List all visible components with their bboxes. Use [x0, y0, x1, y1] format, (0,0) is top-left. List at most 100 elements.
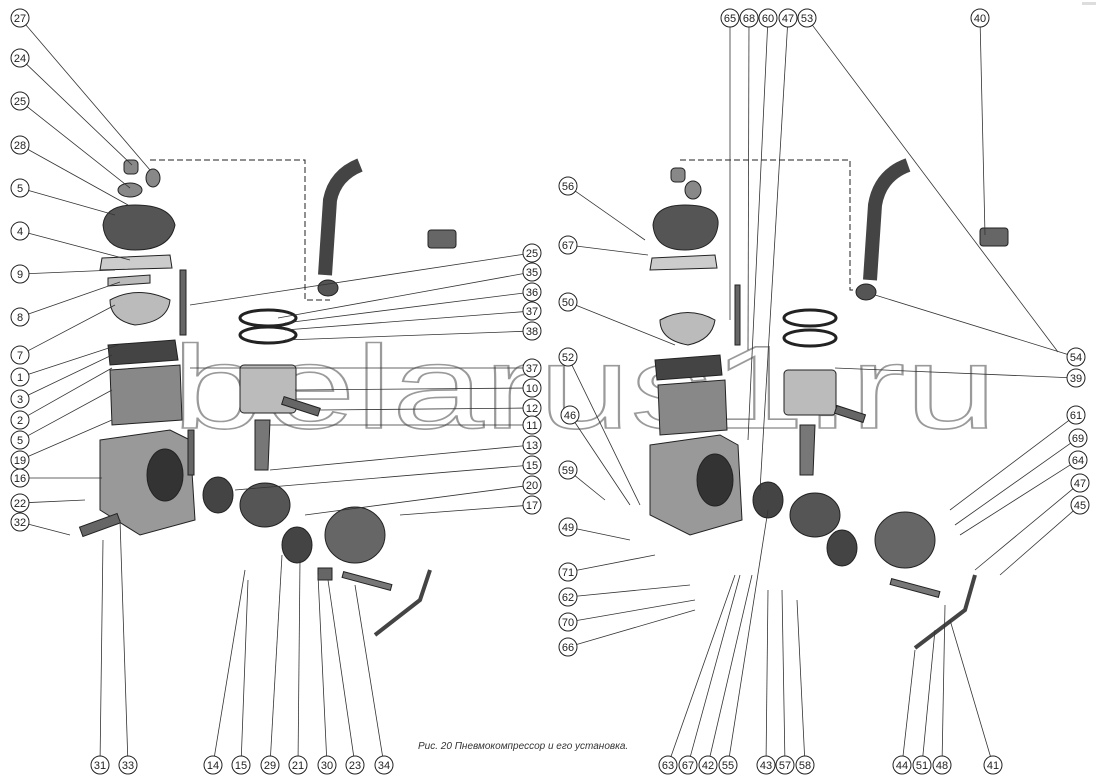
- leader-line: [270, 554, 283, 757]
- callout-number-65: 65: [724, 13, 736, 25]
- callout-number-33: 33: [122, 760, 134, 772]
- callout-circle: [10, 307, 30, 327]
- callout-circle: [10, 264, 30, 284]
- callout-number-27: 27: [14, 13, 26, 25]
- callout-number-61: 61: [1070, 410, 1082, 422]
- callout-circle: [1070, 473, 1090, 493]
- leader-line: [575, 190, 646, 241]
- callout-circle: [758, 8, 778, 28]
- callout-circle: [522, 435, 542, 455]
- callout-circle: [892, 755, 912, 775]
- callout-circle: [90, 755, 110, 775]
- callout-circle: [522, 282, 542, 302]
- callout-circle: [778, 8, 798, 28]
- callout-number-29: 29: [264, 760, 276, 772]
- callout-number-3: 3: [17, 394, 23, 406]
- callout-circle: [522, 321, 542, 341]
- leader-line: [576, 304, 676, 346]
- leader-line: [574, 475, 606, 501]
- callout-circle: [797, 8, 817, 28]
- callout-circle: [260, 755, 280, 775]
- callout-circle: [912, 755, 932, 775]
- leader-line: [27, 389, 113, 437]
- callout-circle: [558, 587, 578, 607]
- leader-line: [28, 281, 121, 315]
- callout-number-28: 28: [14, 140, 26, 152]
- callout-number-68: 68: [743, 13, 755, 25]
- callout-circle: [1066, 347, 1086, 367]
- callout-number-31: 31: [94, 760, 106, 772]
- callout-number-47: 47: [1074, 478, 1086, 490]
- callout-number-15: 15: [526, 460, 538, 472]
- callout-circle: [231, 755, 251, 775]
- callout-number-64: 64: [1072, 455, 1084, 467]
- leader-line: [28, 232, 131, 261]
- callout-circle: [756, 755, 776, 775]
- callout-number-62: 62: [562, 592, 574, 604]
- callout-number-52: 52: [562, 352, 574, 364]
- leader-line: [949, 619, 991, 757]
- leader-line: [576, 584, 691, 597]
- callout-number-30: 30: [321, 760, 333, 772]
- leader-line: [747, 26, 768, 441]
- leader-line: [874, 294, 1068, 355]
- leader-line: [28, 419, 113, 457]
- leader-line: [28, 344, 119, 375]
- leader-line: [119, 519, 129, 757]
- callout-number-20: 20: [526, 480, 538, 492]
- leader-line: [834, 367, 1068, 379]
- callout-number-13: 13: [526, 440, 538, 452]
- callout-circle: [288, 755, 308, 775]
- callout-circle: [1070, 495, 1090, 515]
- callout-circle: [10, 512, 30, 532]
- callout-circle: [10, 345, 30, 365]
- callout-circle: [522, 495, 542, 515]
- leader-line: [812, 24, 1059, 353]
- callout-number-25: 25: [14, 96, 26, 108]
- callout-circle: [10, 221, 30, 241]
- callout-number-58: 58: [799, 760, 811, 772]
- callout-circle: [983, 755, 1003, 775]
- callout-circle: [522, 455, 542, 475]
- callout-circle: [10, 367, 30, 387]
- callout-circle: [118, 755, 138, 775]
- leader-line: [728, 509, 769, 757]
- leader-line: [28, 523, 71, 536]
- leader-line: [974, 488, 1074, 571]
- callout-circle: [932, 755, 952, 775]
- leader-line: [28, 190, 116, 216]
- leader-line: [26, 63, 133, 166]
- callout-circle: [560, 405, 580, 425]
- callout-circle: [522, 415, 542, 435]
- leader-line: [99, 539, 104, 757]
- callout-circle: [739, 8, 759, 28]
- callout-number-19: 19: [14, 455, 26, 467]
- leader-line: [28, 269, 116, 275]
- callout-circle: [775, 755, 795, 775]
- callout-number-41: 41: [987, 760, 999, 772]
- callout-number-35: 35: [526, 267, 538, 279]
- callout-number-63: 63: [662, 760, 674, 772]
- callout-number-7: 7: [17, 350, 23, 362]
- leader-line: [954, 442, 1071, 526]
- leader-line: [304, 485, 524, 516]
- leader-line: [27, 367, 113, 416]
- callout-circle: [10, 389, 30, 409]
- callout-number-5: 5: [17, 183, 23, 195]
- leader-line: [234, 465, 524, 491]
- callout-number-67: 67: [682, 760, 694, 772]
- callout-number-70: 70: [562, 617, 574, 629]
- leader-line: [670, 574, 736, 757]
- leader-line: [574, 422, 631, 506]
- callout-number-39: 39: [1070, 373, 1082, 385]
- leader-line: [277, 273, 524, 319]
- leader-line: [27, 354, 113, 396]
- leader-line: [576, 528, 631, 541]
- callout-number-44: 44: [896, 760, 908, 772]
- callout-circle: [658, 755, 678, 775]
- callout-number-60: 60: [762, 13, 774, 25]
- callout-circle: [558, 612, 578, 632]
- callout-number-21: 21: [292, 760, 304, 772]
- leader-line: [999, 510, 1074, 576]
- callout-circle: [558, 517, 578, 537]
